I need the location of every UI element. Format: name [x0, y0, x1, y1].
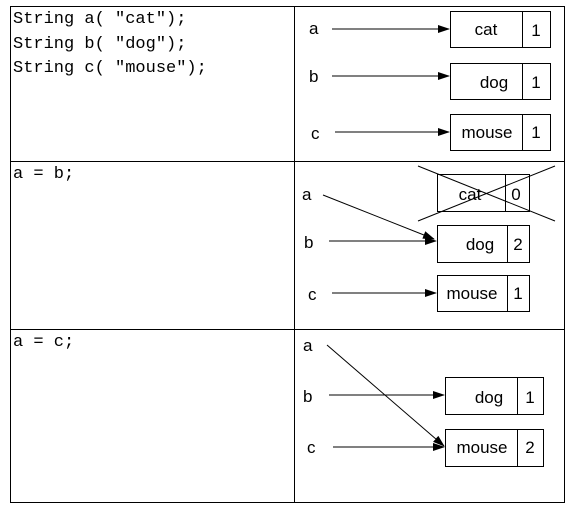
diagram-table: a cat 1 b dog 1 c mouse 1 cat 0	[5, 3, 565, 503]
var-label: c	[308, 285, 317, 304]
string-object	[445, 377, 544, 415]
object-text: mouse	[461, 123, 512, 142]
string-object	[445, 429, 544, 467]
string-object	[450, 63, 551, 100]
object-count: 1	[531, 73, 540, 92]
string-object	[450, 11, 551, 48]
object-text: mouse	[456, 438, 507, 457]
var-label: a	[303, 336, 313, 355]
string-object	[437, 275, 530, 312]
var-label: b	[304, 233, 313, 252]
var-label: c	[311, 124, 320, 143]
code-line: a = c;	[13, 333, 75, 352]
object-text: dog	[475, 388, 503, 407]
string-object	[437, 174, 530, 212]
code-row-2: a = b;	[13, 163, 74, 188]
code-line: String c( "mouse");	[13, 59, 207, 78]
object-count: 1	[531, 21, 540, 40]
var-label: c	[307, 438, 316, 457]
object-text: cat	[475, 20, 498, 39]
code-line: String b( "dog");	[13, 34, 187, 54]
object-count: 2	[525, 438, 534, 457]
code-line: a = b;	[13, 165, 75, 184]
var-label: b	[303, 387, 312, 406]
object-count: 1	[531, 123, 540, 142]
var-label: a	[309, 19, 319, 38]
object-text: cat	[459, 185, 482, 204]
var-label: a	[302, 185, 312, 204]
object-text: mouse	[446, 284, 497, 303]
object-text: dog	[466, 235, 494, 254]
var-label: b	[309, 67, 318, 86]
code-line: String a( "cat");	[13, 10, 187, 29]
object-text: dog	[480, 73, 508, 92]
object-count: 0	[511, 185, 520, 204]
object-count: 1	[513, 284, 522, 303]
string-object	[450, 114, 551, 151]
object-count: 1	[525, 388, 534, 407]
row-1-diagram: a cat 1 b dog 1 c mouse 1	[309, 11, 551, 151]
reference-arrow	[322, 194, 435, 240]
code-row-1: String a( "cat"); String b( "dog"); Stri…	[13, 8, 207, 82]
row-3-diagram: a b dog 1 c mouse 2	[303, 336, 544, 467]
string-object	[437, 225, 530, 263]
object-count: 2	[513, 235, 522, 254]
code-row-3: a = c;	[13, 331, 74, 356]
row-2-diagram: cat 0 a b dog 2 c mouse 1	[302, 165, 556, 312]
diagram-canvas: a cat 1 b dog 1 c mouse 1 cat 0	[10, 6, 565, 503]
cross-out-line	[417, 165, 556, 222]
